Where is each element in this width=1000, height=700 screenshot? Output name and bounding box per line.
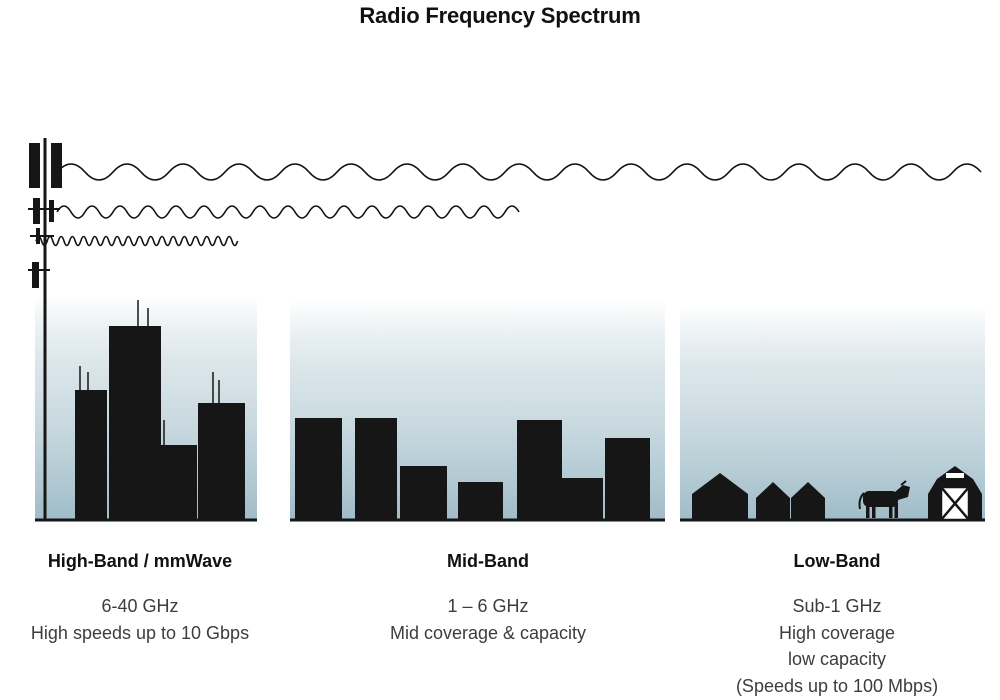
rural-scene-low-band — [692, 466, 982, 522]
mid-frequency-wave-icon — [56, 205, 520, 219]
band-desc-line: 1 – 6 GHz — [447, 596, 529, 616]
band-desc-line: 6-40 GHz — [101, 596, 179, 616]
band-label-mid: Mid-Band — [447, 551, 529, 571]
low-frequency-wave-icon — [56, 163, 982, 181]
band-desc-low: Sub-1 GHz High coverage low capacity (Sp… — [687, 593, 987, 699]
house-icon — [791, 482, 825, 520]
diagram-title: Radio Frequency Spectrum — [359, 3, 641, 28]
skyscraper-skyline-icon — [75, 300, 245, 520]
high-frequency-wave-icon — [35, 235, 239, 247]
band-label-low: Low-Band — [793, 551, 881, 571]
house-icon — [692, 473, 748, 520]
band-desc-line: Sub-1 GHz — [792, 596, 882, 616]
band-label-high: High-Band / mmWave — [47, 551, 233, 571]
cow-icon — [858, 480, 910, 518]
band-desc-high: 6-40 GHz High speeds up to 10 Gbps — [20, 593, 260, 646]
band-desc-line: High coverage — [778, 622, 896, 643]
band-desc-line: High speeds up to 10 Gbps — [30, 622, 250, 643]
barn-icon — [928, 466, 982, 522]
band-desc-line: Mid coverage & capacity — [389, 622, 587, 643]
band-desc-line: low capacity — [787, 649, 887, 669]
band-desc-line: (Speeds up to 100 Mbps) — [735, 675, 939, 696]
cell-tower-icon — [28, 138, 62, 520]
midrise-skyline-icon — [295, 418, 650, 520]
radio-waves — [35, 163, 982, 247]
house-icon — [756, 482, 790, 520]
band-desc-mid: 1 – 6 GHz Mid coverage & capacity — [313, 593, 663, 646]
